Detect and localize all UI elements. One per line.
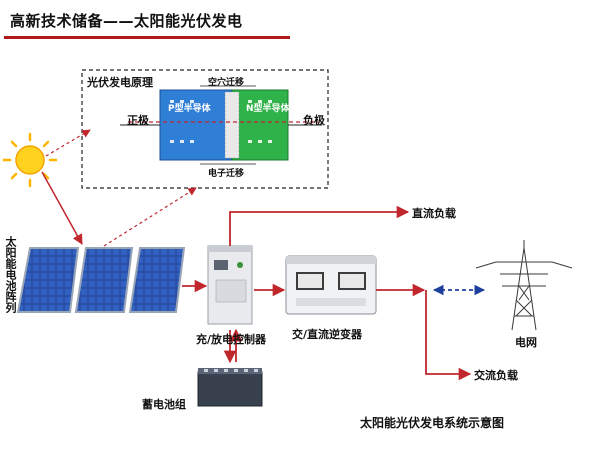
negative-electrode-label: 负极 xyxy=(303,114,325,127)
p-type-label: P型半导体 xyxy=(168,104,211,114)
positive-electrode-label: 正极 xyxy=(127,114,149,127)
n-type-label: N型半导体 xyxy=(246,104,290,114)
solar-array-label: 太阳能电池阵列 xyxy=(4,236,17,313)
inverter-icon xyxy=(285,255,377,315)
principle-title: 光伏发电原理 xyxy=(87,76,153,89)
hole-migration-label: 空穴迁移 xyxy=(208,78,245,88)
ac-load-label: 交流负载 xyxy=(474,369,518,382)
grid-label: 电网 xyxy=(515,336,537,349)
page-title: 高新技术储备——太阳能光伏发电 xyxy=(10,12,243,30)
dc-load-label: 直流负载 xyxy=(412,207,456,220)
pn-junction xyxy=(120,85,322,165)
controller-cabinet-icon xyxy=(207,245,253,325)
battery-icon xyxy=(197,368,263,407)
solar-panel-icon xyxy=(16,247,186,313)
title-underline xyxy=(4,36,290,39)
battery-label: 蓄电池组 xyxy=(142,398,186,411)
diagram-caption: 太阳能光伏发电系统示意图 xyxy=(360,416,505,430)
inverter-label: 交/直流逆变器 xyxy=(292,328,363,341)
electron-migration-label: 电子迁移 xyxy=(208,169,245,179)
sun-icon xyxy=(2,132,58,188)
pylon-icon xyxy=(475,240,573,331)
controller-label: 充/放电控制器 xyxy=(196,333,267,346)
